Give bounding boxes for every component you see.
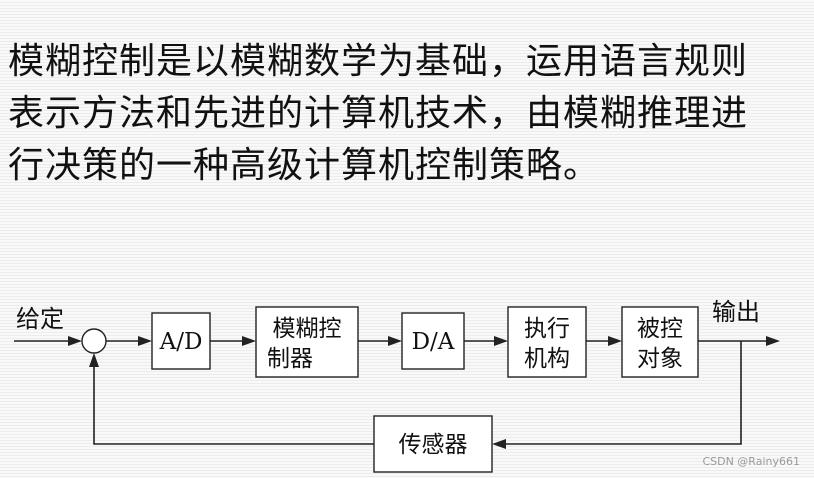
watermark: CSDN @Rainy661 — [702, 455, 800, 468]
block-sensor-label: 传感器 — [399, 432, 468, 458]
block-fuzzy-controller: 模糊控 制器 — [255, 306, 359, 378]
block-ad-label: A/D — [159, 329, 203, 355]
block-plant-line2: 对象 — [637, 346, 683, 372]
output-label: 输出 — [712, 298, 760, 326]
summing-junction — [81, 328, 107, 354]
arrow-ad-controller — [242, 336, 256, 346]
feedback-arrow-to-sensor — [492, 439, 506, 449]
block-da-label: D/A — [412, 329, 455, 355]
block-actuator: 执行 机构 — [507, 306, 587, 378]
block-sensor: 传感器 — [373, 415, 493, 473]
arrow-da-actuator — [494, 336, 508, 346]
feedback-wire-to-junction — [93, 366, 374, 445]
arrow-junction-ad — [138, 336, 152, 346]
input-label: 给定 — [16, 305, 64, 333]
input-arrow — [68, 336, 82, 346]
output-arrow — [766, 336, 780, 346]
feedback-wire-to-sensor — [502, 341, 742, 445]
block-plant-line1: 被控 — [637, 316, 683, 342]
feedback-arrow-to-junction — [89, 353, 99, 367]
block-plant: 被控 对象 — [621, 306, 699, 378]
block-da: D/A — [401, 312, 465, 370]
block-actuator-line1: 执行 — [524, 316, 570, 342]
arrow-actuator-plant — [608, 336, 622, 346]
intro-paragraph: 模糊控制是以模糊数学为基础，运用语言规则 表示方法和先进的计算机技术，由模糊推理… — [8, 41, 749, 186]
block-actuator-line2: 机构 — [524, 346, 570, 372]
block-ad: A/D — [151, 312, 211, 370]
arrow-controller-da — [388, 336, 402, 346]
block-fuzzy-controller-line2: 制器 — [267, 346, 313, 372]
block-fuzzy-controller-line1: 模糊控 — [273, 316, 342, 342]
